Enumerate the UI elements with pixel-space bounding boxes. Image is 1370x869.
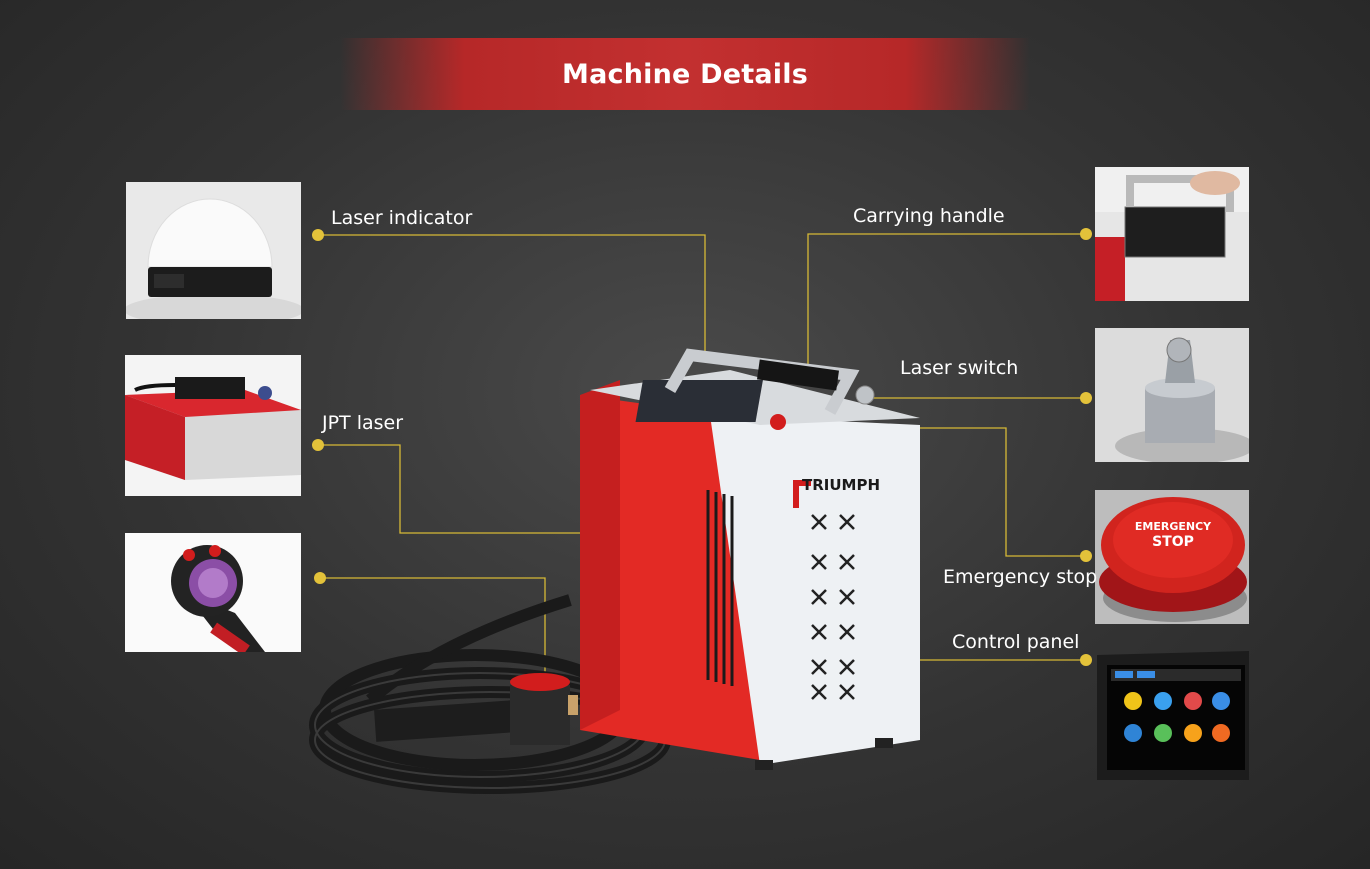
stop-text-bottom: STOP (1152, 534, 1194, 550)
label-carrying-handle: Carrying handle (853, 205, 1005, 227)
thumb-laser-indicator (126, 182, 301, 319)
control-panel-illustration (1097, 651, 1249, 780)
dot-jpt-laser (312, 439, 324, 451)
emergency-stop-button (770, 414, 786, 430)
dot-laser-switch (1080, 392, 1092, 404)
label-laser-indicator: Laser indicator (331, 207, 473, 229)
thumb-carrying-handle (1095, 167, 1249, 301)
label-laser-switch: Laser switch (900, 357, 1019, 379)
emergency-stop-illustration: EMERGENCY STOP (1095, 490, 1249, 624)
handheld-laser-head (374, 673, 578, 745)
machine-illustration: TRIUMPH (309, 348, 920, 794)
dot-emergency-stop (1080, 550, 1092, 562)
label-jpt-laser: JPT laser (322, 412, 404, 434)
laser-head-illustration (125, 533, 301, 652)
thumb-laser-switch (1095, 328, 1249, 462)
dot-handheld-head (314, 572, 326, 584)
dot-carrying-handle (1080, 228, 1092, 240)
laser-switch (855, 385, 875, 405)
stop-text-top: EMERGENCY (1135, 520, 1212, 533)
thumb-emergency-stop: EMERGENCY STOP (1095, 490, 1249, 624)
title-banner: Machine Details (340, 38, 1030, 110)
handle-illustration (1095, 167, 1249, 301)
brand-logo-text: TRIUMPH (802, 476, 880, 494)
label-control-panel: Control panel (952, 631, 1080, 653)
thumb-handheld-head (125, 533, 301, 652)
key-switch-illustration (1095, 328, 1249, 462)
thumb-control-panel (1093, 643, 1249, 780)
machine-front-panel (710, 415, 920, 765)
page-title: Machine Details (562, 58, 808, 90)
dot-control-panel (1080, 654, 1092, 666)
front-vents (811, 514, 855, 700)
laser-source-illustration (125, 355, 301, 496)
dot-laser-indicator (312, 229, 324, 241)
thumb-jpt-laser (125, 355, 301, 496)
label-emergency-stop: Emergency stop (943, 566, 1098, 588)
indicator-lamp-illustration (126, 182, 301, 319)
